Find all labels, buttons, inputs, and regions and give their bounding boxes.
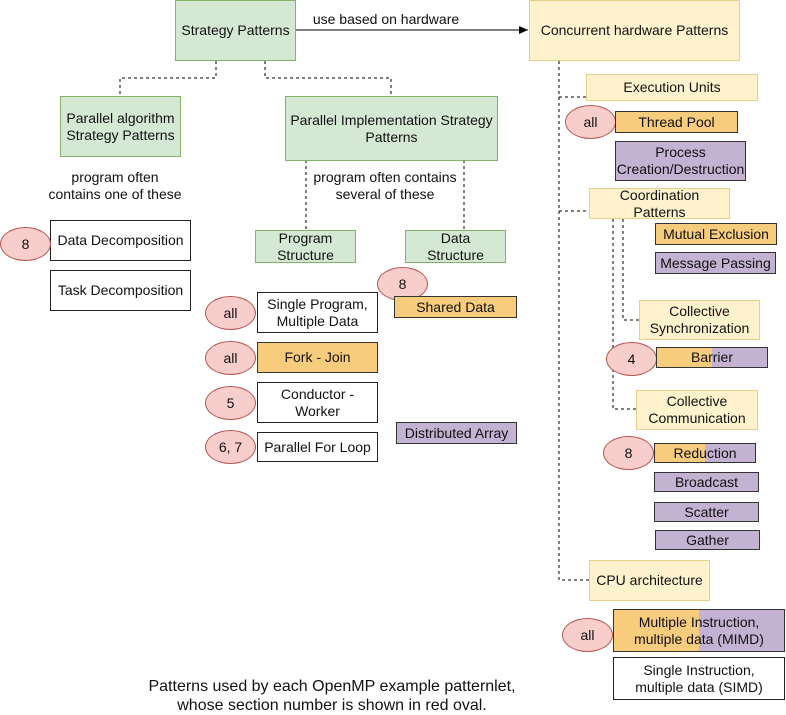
shared-data-box: Shared Data: [394, 296, 517, 318]
program-structure-box: Program Structure: [255, 230, 356, 263]
oval-thread-pool: all: [565, 105, 616, 139]
concurrent-hardware-patterns-box: Concurrent hardware Patterns: [529, 0, 740, 61]
connector-coord-trunk: [612, 219, 636, 410]
caption: Patterns used by each OpenMP example pat…: [148, 678, 516, 714]
oval-mimd: all: [562, 618, 613, 652]
scatter-box: Scatter: [654, 502, 759, 522]
parallel-for-loop-box: Parallel For Loop: [257, 432, 378, 462]
connector-strategy-to-algorithm: [119, 61, 217, 96]
single-program-box: Single Program, Multiple Data: [257, 292, 378, 333]
strategy-patterns-box: Strategy Patterns: [175, 0, 296, 61]
message-passing-box: Message Passing: [655, 252, 776, 274]
connector-coord-to-sync: [622, 219, 639, 321]
parallel-implementation-box: Parallel Implementation Strategy Pattern…: [285, 96, 498, 161]
data-decomposition-box: Data Decomposition: [50, 220, 191, 261]
simd-box: Single Instruction, multiple data (SIMD): [613, 657, 785, 700]
connector-strategy-to-implementation: [264, 61, 392, 96]
collective-synchronization-box: Collective Synchronization: [639, 300, 760, 340]
task-decomposition-box: Task Decomposition: [50, 270, 191, 311]
gather-box: Gather: [655, 530, 760, 550]
collective-communication-box: Collective Communication: [636, 390, 758, 430]
connector-hw-trunk: [558, 61, 589, 581]
oval-reduction: 8: [603, 436, 654, 470]
data-structure-box: Data Structure: [405, 230, 506, 263]
oval-barrier: 4: [606, 342, 657, 376]
oval-single-program: all: [205, 296, 256, 330]
oval-data-decomposition: 8: [0, 227, 51, 261]
mutual-exclusion-box: Mutual Exclusion: [655, 223, 777, 245]
barrier-box: Barrier: [656, 347, 768, 368]
thread-pool-box: Thread Pool: [615, 111, 738, 133]
mimd-box: Multiple Instruction, multiple data (MIM…: [613, 609, 785, 652]
parallel-algorithm-box: Parallel algorithm Strategy Patterns: [60, 96, 181, 157]
oval-conductor-worker: 5: [205, 386, 256, 420]
cpu-architecture-box: CPU architecture: [589, 560, 710, 601]
note-contains-several: program often contains several of these: [313, 169, 457, 202]
oval-fork-join: all: [205, 341, 256, 375]
coordination-patterns-box: Coordination Patterns: [589, 187, 730, 220]
note-contains-one: program often contains one of these: [48, 169, 182, 202]
fork-join-box: Fork - Join: [257, 342, 378, 373]
edge-label-use-based-on-hardware: use based on hardware: [312, 11, 460, 27]
oval-parallel-for: 6, 7: [205, 430, 256, 464]
broadcast-box: Broadcast: [654, 472, 759, 492]
oval-shared-data: 8: [377, 267, 428, 301]
execution-units-box: Execution Units: [586, 74, 758, 101]
distributed-array-box: Distributed Array: [396, 422, 517, 444]
process-creation-box: Process Creation/Destruction: [615, 141, 746, 181]
conductor-worker-box: Conductor - Worker: [257, 382, 378, 423]
reduction-box: Reduction: [654, 443, 756, 463]
